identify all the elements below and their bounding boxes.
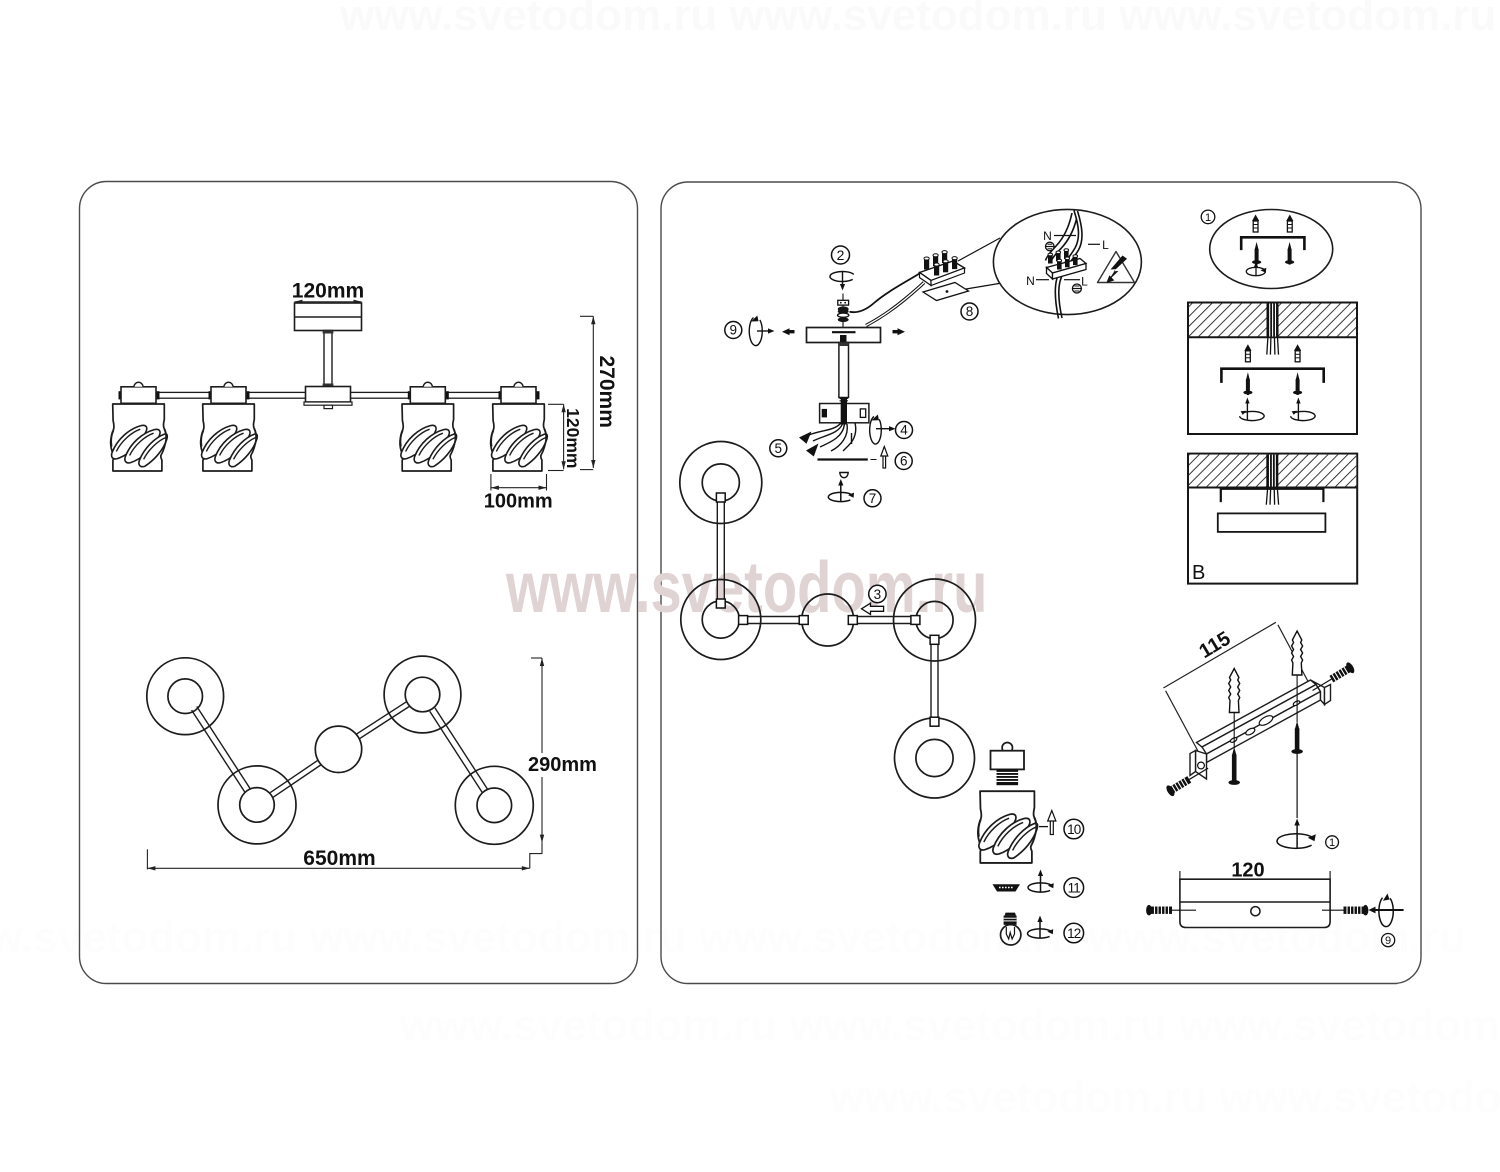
- svg-text:8: 8: [966, 304, 974, 319]
- svg-text:1: 1: [1329, 837, 1335, 849]
- svg-text:www.svetodom.ru www.svetodom: www.svetodom.ru www.svetodom.ru www.svet…: [399, 1001, 1500, 1050]
- svg-text:7: 7: [869, 491, 877, 506]
- svg-text:120mm: 120mm: [292, 280, 364, 303]
- svg-text:9: 9: [730, 323, 738, 338]
- svg-text:12: 12: [1067, 926, 1081, 941]
- svg-text:290mm: 290mm: [528, 754, 597, 776]
- svg-text:2: 2: [837, 247, 845, 263]
- svg-text:270mm: 270mm: [595, 356, 618, 428]
- svg-text:6: 6: [900, 454, 908, 469]
- svg-text:N: N: [1026, 274, 1035, 288]
- svg-text:www.svetodom.ru www.svetodom: www.svetodom.ru www.svetodom.ru: [829, 1073, 1500, 1122]
- svg-text:10: 10: [1067, 822, 1081, 837]
- svg-text:N: N: [1043, 229, 1052, 243]
- svg-text:L: L: [1102, 238, 1109, 252]
- svg-text:4: 4: [900, 423, 908, 438]
- svg-text:100mm: 100mm: [484, 491, 553, 513]
- svg-text:www.svetodom.ru www.svetodom: www.svetodom.ru www.svetodom.ru www.svet…: [339, 0, 1496, 40]
- svg-text:11: 11: [1068, 880, 1081, 895]
- svg-text:5: 5: [775, 441, 783, 456]
- svg-text:9: 9: [1385, 935, 1391, 947]
- svg-text:L: L: [1081, 275, 1088, 289]
- svg-text:3: 3: [874, 587, 882, 602]
- svg-text:1: 1: [1205, 212, 1211, 224]
- svg-text:120: 120: [1231, 860, 1264, 882]
- svg-text:650mm: 650mm: [303, 847, 375, 870]
- svg-text:120mm: 120mm: [563, 408, 583, 468]
- svg-text:B: B: [1192, 562, 1205, 584]
